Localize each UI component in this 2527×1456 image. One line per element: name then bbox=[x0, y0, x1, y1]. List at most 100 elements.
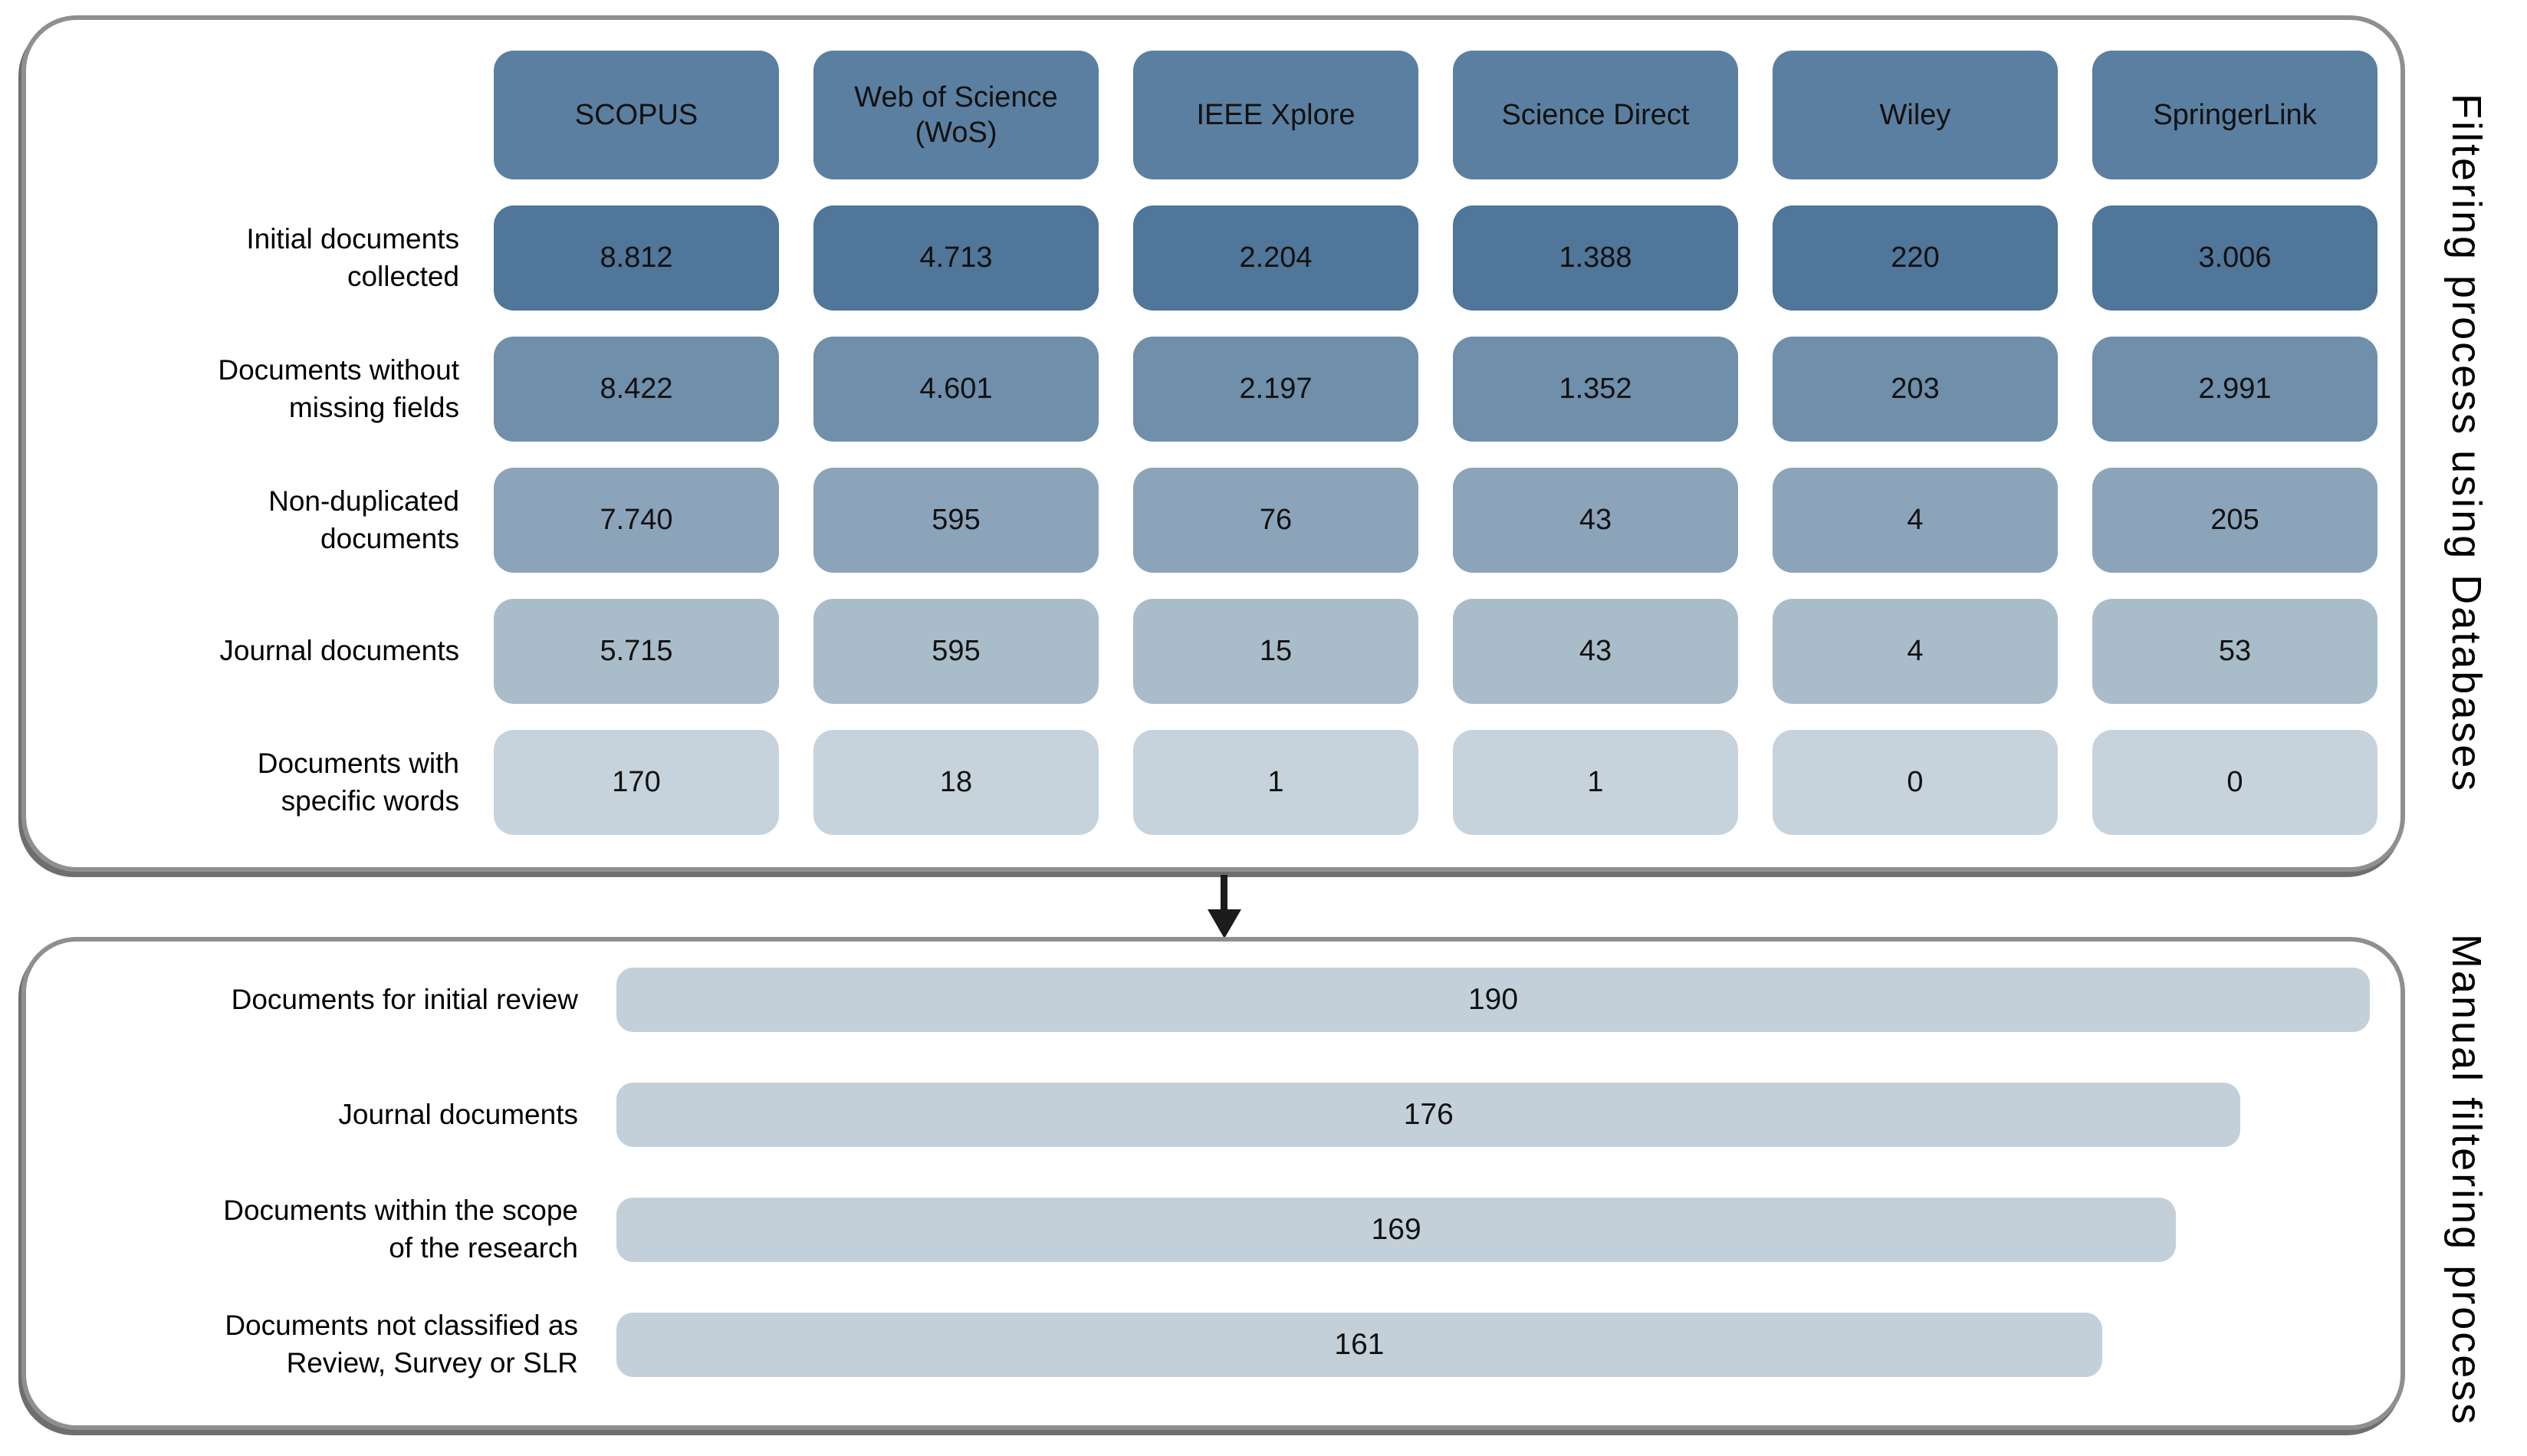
db-value-box: 3.006 bbox=[2092, 205, 2377, 311]
db-value-box: 5.715 bbox=[494, 599, 779, 704]
db-value: 53 bbox=[2218, 635, 2252, 668]
db-value-box: 0 bbox=[2092, 730, 2377, 835]
db-value: 15 bbox=[1259, 635, 1293, 668]
db-value: 2.991 bbox=[2198, 373, 2272, 406]
db-value: 595 bbox=[932, 635, 981, 668]
db-row-label-journal-documents: Journal documents bbox=[41, 599, 459, 704]
db-header-ieee-xplore: IEEE Xplore bbox=[1133, 51, 1418, 179]
manual-row-label-journal-documents: Journal documents bbox=[41, 1083, 578, 1147]
db-value-box: 43 bbox=[1453, 468, 1738, 573]
db-row-label-line: documents bbox=[320, 522, 459, 554]
db-value: 18 bbox=[939, 766, 973, 799]
manual-row-label-line: Journal documents bbox=[338, 1098, 578, 1130]
db-header-label: SCOPUS bbox=[574, 98, 698, 131]
db-row-label-line: Initial documents bbox=[246, 222, 459, 255]
db-header-label: Wiley bbox=[1879, 98, 1951, 131]
manual-bar: 190 bbox=[616, 968, 2370, 1032]
manual-row-label-line: Documents within the scope bbox=[223, 1195, 578, 1227]
db-value-box: 595 bbox=[813, 599, 1099, 704]
db-value: 1.388 bbox=[1559, 242, 1632, 274]
db-value-box: 1 bbox=[1453, 730, 1738, 835]
database-filtering-panel: SCOPUS Web of Science (WoS) IEEE Xplore Sci… bbox=[21, 15, 2405, 872]
db-value-box: 220 bbox=[1773, 205, 2058, 311]
db-value: 205 bbox=[2210, 504, 2259, 537]
db-row-label-line: Documents with bbox=[257, 747, 459, 779]
db-value: 5.715 bbox=[600, 635, 673, 668]
db-value-box: 203 bbox=[1773, 337, 2058, 442]
db-row-label-line: Documents without bbox=[218, 353, 459, 386]
db-value-box: 7.740 bbox=[494, 468, 779, 573]
db-value: 2.204 bbox=[1239, 242, 1313, 274]
db-value-box: 53 bbox=[2092, 599, 2377, 704]
db-panel-side-title-wrap: Filtering process using Databases bbox=[2424, 15, 2509, 872]
db-value-box: 2.991 bbox=[2092, 337, 2377, 442]
db-header-label: Web of Science (WoS) bbox=[854, 81, 1058, 149]
db-row-label-line: missing fields bbox=[288, 391, 459, 423]
manual-bar: 176 bbox=[616, 1083, 2241, 1147]
db-value-box: 1.352 bbox=[1453, 337, 1738, 442]
db-value: 4 bbox=[1907, 635, 1924, 668]
db-value-box: 43 bbox=[1453, 599, 1738, 704]
manual-panel-side-title-wrap: Manual filtering process bbox=[2424, 905, 2509, 1456]
db-value-box: 8.812 bbox=[494, 205, 779, 311]
manual-bar-track: 161 bbox=[616, 1313, 2370, 1377]
db-value: 4.713 bbox=[919, 242, 993, 274]
db-value-box: 18 bbox=[813, 730, 1099, 835]
db-value: 4.601 bbox=[919, 373, 993, 406]
db-value: 2.197 bbox=[1239, 373, 1313, 406]
db-value: 220 bbox=[1891, 242, 1940, 274]
db-value-box: 1.388 bbox=[1453, 205, 1738, 311]
db-value: 43 bbox=[1579, 504, 1612, 537]
manual-bar-track: 190 bbox=[616, 968, 2370, 1032]
db-value-box: 595 bbox=[813, 468, 1099, 573]
down-arrow-icon bbox=[1208, 909, 1241, 938]
db-value: 0 bbox=[1907, 766, 1924, 799]
manual-row-label-line: of the research bbox=[389, 1232, 578, 1264]
manual-bar-value: 161 bbox=[1334, 1328, 1385, 1361]
db-header-springerlink: SpringerLink bbox=[2092, 51, 2377, 179]
db-value: 595 bbox=[932, 504, 981, 537]
db-value-box: 4.713 bbox=[813, 205, 1099, 311]
db-value: 76 bbox=[1259, 504, 1293, 537]
db-value: 3.006 bbox=[2198, 242, 2272, 274]
db-value: 4 bbox=[1907, 504, 1924, 537]
db-value-box: 8.422 bbox=[494, 337, 779, 442]
manual-row-label-documents-within-the-scope-of-the-research: Documents within the scope of the researc… bbox=[41, 1195, 578, 1264]
db-header-label: IEEE Xplore bbox=[1196, 98, 1356, 131]
db-value-box: 2.204 bbox=[1133, 205, 1418, 311]
db-value-box: 170 bbox=[494, 730, 779, 835]
db-value: 203 bbox=[1891, 373, 1940, 406]
db-value-box: 4 bbox=[1773, 599, 2058, 704]
db-header-label: Science Direct bbox=[1501, 98, 1690, 131]
db-value: 170 bbox=[612, 766, 661, 799]
db-header-web-of-science-wos: Web of Science (WoS) bbox=[813, 51, 1099, 179]
manual-bar-track: 169 bbox=[616, 1198, 2370, 1262]
db-row-label-line: Journal documents bbox=[219, 635, 459, 667]
db-row-label-initial-documents-collected: Initial documents collected bbox=[41, 205, 459, 311]
corner-spacer bbox=[41, 51, 459, 179]
manual-bar-track: 176 bbox=[616, 1083, 2370, 1147]
db-header-label: SpringerLink bbox=[2153, 98, 2317, 131]
db-value: 1 bbox=[1587, 766, 1604, 799]
db-value-box: 2.197 bbox=[1133, 337, 1418, 442]
db-header-science-direct: Science Direct bbox=[1453, 51, 1738, 179]
manual-row-label-line: Documents for initial review bbox=[231, 983, 578, 1015]
db-value: 8.812 bbox=[600, 242, 673, 274]
manual-bar-value: 176 bbox=[1403, 1098, 1454, 1131]
db-value-box: 76 bbox=[1133, 468, 1418, 573]
db-row-label-documents-without-missing-fields: Documents without missing fields bbox=[41, 337, 459, 442]
manual-bar: 161 bbox=[616, 1313, 2102, 1377]
db-value: 43 bbox=[1579, 635, 1612, 668]
down-arrow-stem bbox=[1221, 875, 1227, 913]
db-value-box: 4.601 bbox=[813, 337, 1099, 442]
db-row-label-line: collected bbox=[347, 260, 459, 292]
db-value-box: 205 bbox=[2092, 468, 2377, 573]
db-value: 7.740 bbox=[600, 504, 673, 537]
manual-row-label-documents-for-initial-review: Documents for initial review bbox=[41, 968, 578, 1032]
db-grid: SCOPUS Web of Science (WoS) IEEE Xplore Sci… bbox=[41, 51, 2377, 844]
db-value: 8.422 bbox=[600, 373, 673, 406]
